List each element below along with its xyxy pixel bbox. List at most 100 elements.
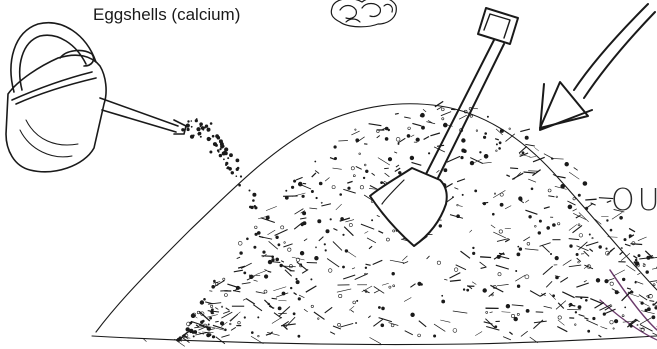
- compost-speck: [264, 290, 267, 293]
- compost-speck: [211, 311, 214, 314]
- compost-speck: [255, 226, 258, 229]
- compost-speck: [570, 245, 573, 248]
- compost-speck: [588, 330, 590, 332]
- compost-speck: [538, 232, 541, 235]
- compost-fiber: [620, 252, 623, 255]
- compost-fiber: [577, 258, 581, 262]
- compost-fiber: [194, 327, 204, 328]
- compost-fiber: [546, 281, 552, 287]
- compost-speck: [442, 300, 445, 303]
- compost-fiber: [256, 292, 265, 294]
- compost-speck: [334, 146, 337, 149]
- compost-fiber: [490, 312, 493, 313]
- eggshells-icon: [331, 0, 396, 27]
- water-droplet: [207, 130, 209, 132]
- compost-speck: [552, 224, 555, 227]
- compost-speck: [238, 321, 241, 324]
- compost-fiber: [643, 263, 646, 264]
- compost-fiber: [345, 220, 354, 222]
- water-droplet: [219, 148, 221, 150]
- compost-fiber: [223, 311, 230, 313]
- compost-speck: [348, 187, 351, 190]
- water-droplet: [181, 128, 184, 131]
- compost-speck: [244, 317, 246, 319]
- compost-fiber: [530, 157, 537, 158]
- compost-speck: [547, 226, 550, 229]
- compost-fiber: [233, 291, 240, 292]
- compost-fiber: [370, 337, 381, 343]
- compost-speck: [461, 156, 464, 159]
- water-droplet: [223, 158, 225, 160]
- compost-speck: [210, 305, 212, 307]
- compost-speck: [220, 322, 224, 326]
- compost-fiber: [450, 273, 461, 279]
- compost-fiber: [412, 123, 421, 126]
- water-droplet: [227, 157, 229, 159]
- compost-speck: [499, 142, 501, 144]
- compost-speck: [467, 289, 469, 291]
- compost-speck: [240, 252, 243, 255]
- compost-speck: [621, 247, 622, 248]
- compost-fiber: [241, 263, 252, 268]
- compost-fiber: [469, 230, 472, 232]
- compost-fiber: [497, 284, 509, 285]
- compost-speck: [517, 285, 520, 288]
- compost-fiber: [587, 203, 593, 208]
- compost-fiber: [569, 265, 581, 267]
- compost-speck: [603, 313, 606, 316]
- compost-speck: [637, 324, 638, 325]
- water-droplet: [226, 167, 228, 169]
- arrow-icon: [540, 4, 655, 130]
- compost-fiber: [294, 293, 297, 295]
- compost-fiber: [456, 265, 466, 270]
- compost-speck: [378, 306, 380, 308]
- compost-fiber: [599, 335, 602, 337]
- compost-fiber: [269, 241, 278, 249]
- compost-fiber: [395, 113, 399, 114]
- compost-fiber: [231, 327, 236, 330]
- water-droplet: [193, 135, 195, 137]
- compost-fiber: [525, 144, 535, 146]
- compost-speck: [463, 289, 465, 291]
- compost-fiber: [356, 166, 362, 169]
- compost-speck: [613, 328, 614, 329]
- compost-fiber: [299, 184, 311, 189]
- compost-speck: [204, 298, 206, 300]
- compost-speck: [328, 269, 332, 273]
- compost-speck: [284, 242, 286, 244]
- compost-fiber: [625, 244, 631, 246]
- water-droplets-icon: [181, 118, 257, 209]
- compost-speck: [519, 248, 522, 251]
- compost-speck: [433, 335, 435, 337]
- water-droplet: [252, 199, 255, 202]
- compost-fiber: [404, 298, 411, 302]
- compost-fiber: [480, 262, 487, 267]
- compost-speck: [500, 129, 503, 132]
- compost-speck: [647, 308, 650, 311]
- compost-fiber: [344, 227, 353, 236]
- compost-fiber: [264, 270, 267, 271]
- water-droplet: [225, 162, 228, 165]
- compost-fiber: [440, 320, 450, 322]
- compost-speck: [311, 279, 312, 280]
- compost-speck: [389, 286, 391, 288]
- compost-fiber: [365, 231, 369, 233]
- compost-fiber: [544, 306, 552, 308]
- compost-speck: [492, 213, 494, 215]
- compost-fiber: [411, 135, 415, 137]
- compost-speck: [244, 272, 246, 274]
- compost-fiber: [295, 209, 304, 215]
- compost-fiber: [330, 332, 335, 335]
- compost-speck: [339, 294, 342, 297]
- compost-fiber: [242, 283, 251, 284]
- compost-fiber: [312, 173, 316, 177]
- compost-speck: [625, 307, 626, 308]
- compost-speck: [599, 246, 602, 249]
- compost-speck: [410, 156, 414, 160]
- compost-fiber: [525, 249, 539, 250]
- compost-speck: [396, 137, 400, 141]
- compost-fiber: [472, 282, 476, 285]
- compost-speck: [280, 264, 283, 267]
- compost-fiber: [272, 317, 282, 323]
